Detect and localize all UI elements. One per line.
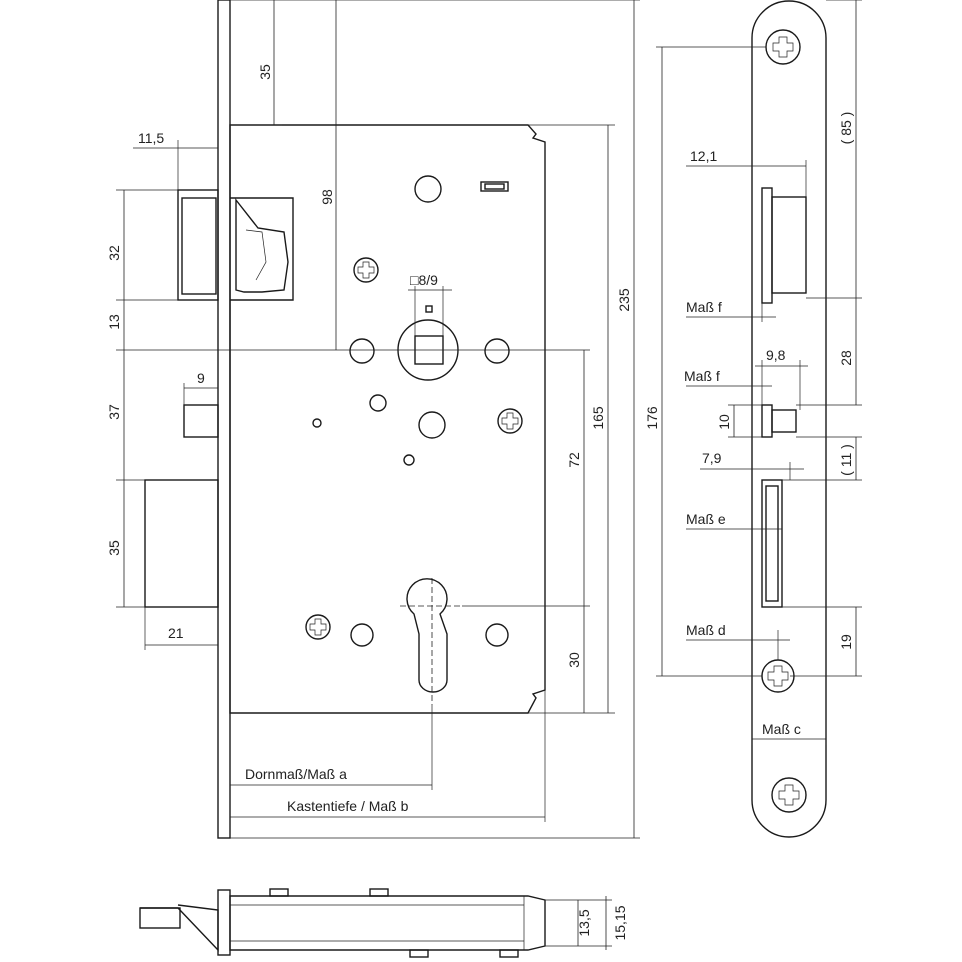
latch-bolt-housing: [177, 189, 219, 301]
upper-hole: [414, 175, 442, 203]
dim-35-top: 35: [257, 64, 273, 80]
label-mass-e: Maß e: [686, 511, 726, 527]
afb-opening: [761, 404, 773, 438]
latch-bolt-cassette: [230, 197, 294, 301]
faceplate-outline: [751, 0, 827, 838]
dim-13-5: 13,5: [576, 909, 592, 936]
hole-lower-left: [350, 623, 374, 647]
label-kastentiefe: Kastentiefe / Maß b: [287, 798, 409, 814]
dim-12-1: 12,1: [690, 148, 717, 164]
dim-11-5: 11,5: [138, 130, 164, 146]
lock-top-view: 13,5 15,15: [139, 888, 628, 958]
screw-head-2: [497, 408, 523, 434]
deadbolt-opening: [761, 479, 783, 608]
dim-13: 13: [106, 314, 122, 330]
afb-face: [771, 409, 797, 433]
dim-15-15: 15,15: [612, 905, 628, 940]
middle-hole: [418, 411, 446, 439]
faceplate-dimensions: ( 85 ) 176 12,1 Maß f 28 9,8 Maß f 10: [644, 0, 862, 745]
cylinder-cutout: [406, 578, 448, 693]
top-case: [229, 895, 546, 951]
dim-235: 235: [616, 288, 632, 312]
dim-21: 21: [168, 625, 184, 641]
dim-98: 98: [319, 189, 335, 205]
dim-8-9: □8/9: [410, 272, 438, 288]
label-mass-f-2: Maß f: [684, 368, 720, 384]
dim-28: 28: [838, 350, 854, 366]
dim-11: ( 11 ): [838, 444, 854, 476]
dim-30: 30: [566, 652, 582, 668]
dim-9: 9: [197, 370, 205, 386]
slot: [480, 181, 509, 192]
faceplate-screw-top: [765, 29, 801, 65]
hole-lower-right: [485, 623, 509, 647]
dim-7-9: 7,9: [702, 450, 722, 466]
dim-10: 10: [716, 414, 732, 430]
hole-right-spindle: [484, 338, 510, 364]
hole-left-spindle: [349, 338, 375, 364]
anti-friction-bolt: [183, 404, 219, 438]
dim-35-left: 35: [106, 540, 122, 556]
faceplate-strip: [217, 0, 231, 839]
latch-bolt: [181, 197, 217, 295]
latch-opening: [761, 187, 773, 304]
latch-tongue: [235, 197, 289, 293]
lock-front-view: [144, 0, 546, 839]
dim-9-8: 9,8: [766, 347, 786, 363]
dim-176: 176: [644, 406, 660, 430]
small-hole-1: [369, 394, 387, 412]
dim-37: 37: [106, 404, 122, 420]
label-mass-d: Maß d: [686, 622, 726, 638]
tiny-hole-1: [312, 418, 322, 428]
tiny-hole-2: [403, 454, 415, 466]
screw-head-1: [353, 257, 379, 283]
latch-face: [771, 196, 807, 294]
dim-72: 72: [566, 452, 582, 468]
label-mass-c: Maß c: [762, 721, 801, 737]
dim-19: 19: [838, 634, 854, 650]
front-dimensions: 35 11,5 98 32 13 37 35 □8/9 9 21: [106, 0, 640, 839]
dim-32: 32: [106, 245, 122, 261]
faceplate-screw-middle: [761, 659, 795, 693]
faceplate-view: [751, 0, 827, 838]
faceplate-screw-bottom: [771, 777, 807, 813]
dim-165: 165: [590, 406, 606, 430]
top-faceplate: [217, 889, 231, 956]
dim-85: ( 85 ): [838, 112, 854, 145]
deadbolt: [144, 479, 219, 608]
label-mass-f-1: Maß f: [686, 299, 722, 315]
screw-head-3: [305, 614, 331, 640]
label-dornmass: Dornmaß/Maß a: [245, 766, 347, 782]
